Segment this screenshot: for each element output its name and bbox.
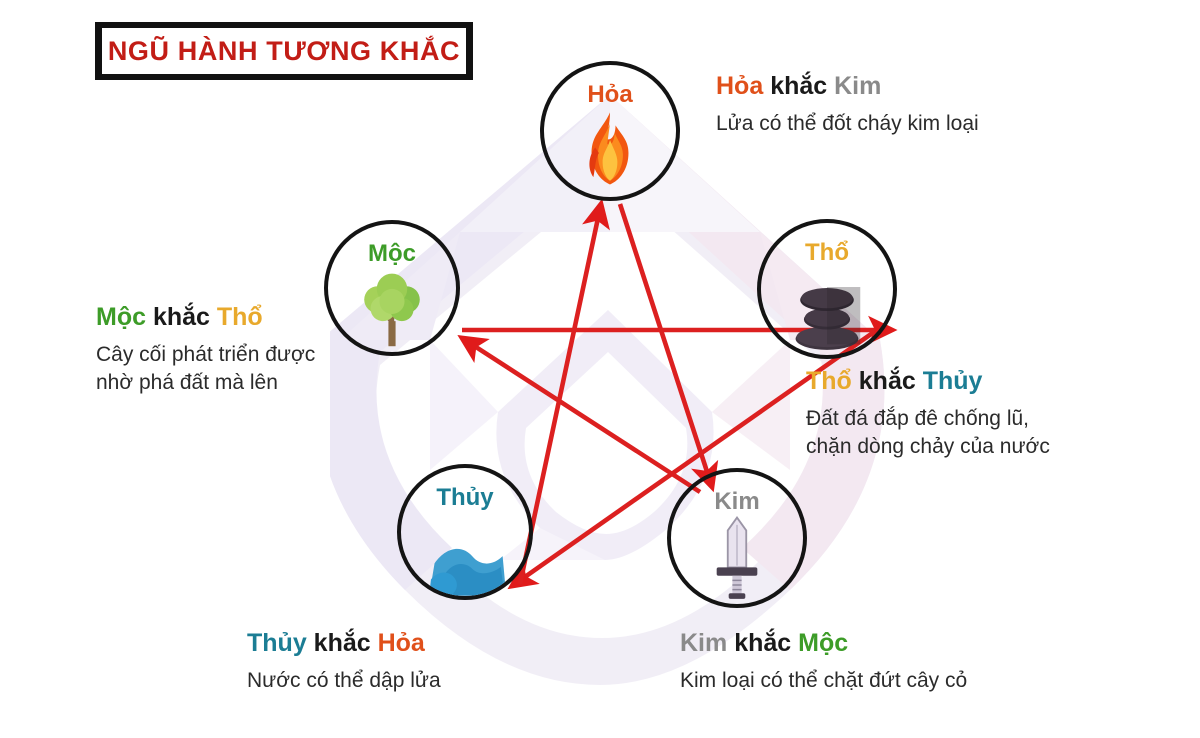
sword-icon	[716, 515, 758, 599]
relation-thuy-hoa: Thủy khắc Hỏa Nước có thể dập lửa	[247, 629, 441, 695]
desc-line-2: chặn dòng chảy của nước	[806, 434, 1050, 458]
relation-source: Hỏa	[716, 72, 764, 100]
relation-target: Hỏa	[377, 629, 425, 657]
relation-moc-tho: Mộc khắc Thổ Cây cối phát triển được nhờ…	[96, 303, 315, 397]
relation-target: Thủy	[922, 367, 983, 395]
tree-icon	[364, 274, 420, 347]
relation-verb: khắc	[734, 629, 792, 657]
diagram-title-box: NGŨ HÀNH TƯƠNG KHẮC	[95, 22, 473, 80]
relation-source: Mộc	[96, 303, 146, 331]
node-thuy-label: Thủy	[436, 483, 494, 511]
desc-line-1: Kim loại có thể chặt đứt cây cỏ	[680, 668, 968, 692]
relation-kim-moc-headline: Kim khắc Mộc	[680, 629, 967, 658]
relation-target: Thổ	[216, 303, 263, 331]
node-hoa[interactable]: Hỏa	[540, 61, 680, 201]
page-title: NGŨ HÀNH TƯƠNG KHẮC	[107, 35, 461, 66]
relation-source: Kim	[680, 629, 728, 657]
node-thuy[interactable]: Thủy	[397, 464, 533, 600]
relation-moc-tho-desc: Cây cối phát triển được nhờ phá đất mà l…	[96, 341, 315, 397]
arrow-kim-to-moc	[457, 335, 702, 494]
relation-verb: khắc	[770, 72, 828, 100]
arrow-hoa-to-kim	[617, 203, 719, 493]
desc-line-1: Lửa có thể đốt cháy kim loại	[716, 111, 979, 135]
node-tho-label: Thổ	[805, 239, 849, 267]
relation-moc-tho-headline: Mộc khắc Thổ	[96, 303, 315, 332]
node-moc-label: Mộc	[368, 239, 416, 267]
relation-hoa-kim-headline: Hỏa khắc Kim	[716, 72, 979, 101]
relation-thuy-hoa-headline: Thủy khắc Hỏa	[247, 629, 441, 658]
relation-source: Thổ	[806, 367, 852, 395]
relation-target: Mộc	[798, 629, 849, 657]
node-kim[interactable]: Kim	[667, 468, 807, 608]
relation-tho-thuy-desc: Đất đá đắp đê chống lũ, chặn dòng chảy c…	[806, 405, 1050, 461]
relation-thuy-hoa-desc: Nước có thể dập lửa	[247, 667, 441, 695]
node-kim-label: Kim	[714, 488, 760, 516]
relation-kim-moc-desc: Kim loại có thể chặt đứt cây cỏ	[680, 667, 967, 695]
node-tho[interactable]: Thổ	[757, 219, 897, 359]
relation-hoa-kim: Hỏa khắc Kim Lửa có thể đốt cháy kim loạ…	[716, 72, 979, 138]
desc-line-2: nhờ phá đất mà lên	[96, 370, 278, 394]
relation-source: Thủy	[247, 629, 307, 657]
relation-kim-moc: Kim khắc Mộc Kim loại có thể chặt đứt câ…	[680, 629, 967, 695]
fire-icon	[589, 111, 629, 185]
desc-line-1: Đất đá đắp đê chống lũ,	[806, 406, 1030, 430]
relation-hoa-kim-desc: Lửa có thể đốt cháy kim loại	[716, 110, 979, 138]
relation-verb: khắc	[858, 367, 916, 395]
water-wave-icon	[429, 549, 507, 596]
relation-tho-thuy-headline: Thổ khắc Thủy	[806, 367, 1050, 396]
relation-verb: khắc	[313, 629, 371, 657]
relation-verb: khắc	[152, 303, 210, 331]
relation-tho-thuy: Thổ khắc Thủy Đất đá đắp đê chống lũ, ch…	[806, 367, 1050, 461]
desc-line-1: Nước có thể dập lửa	[247, 668, 441, 692]
relation-target: Kim	[834, 72, 882, 100]
desc-line-1: Cây cối phát triển được	[96, 342, 316, 366]
stones-icon	[795, 286, 861, 350]
node-hoa-label: Hỏa	[587, 81, 633, 109]
node-moc[interactable]: Mộc	[324, 220, 460, 356]
